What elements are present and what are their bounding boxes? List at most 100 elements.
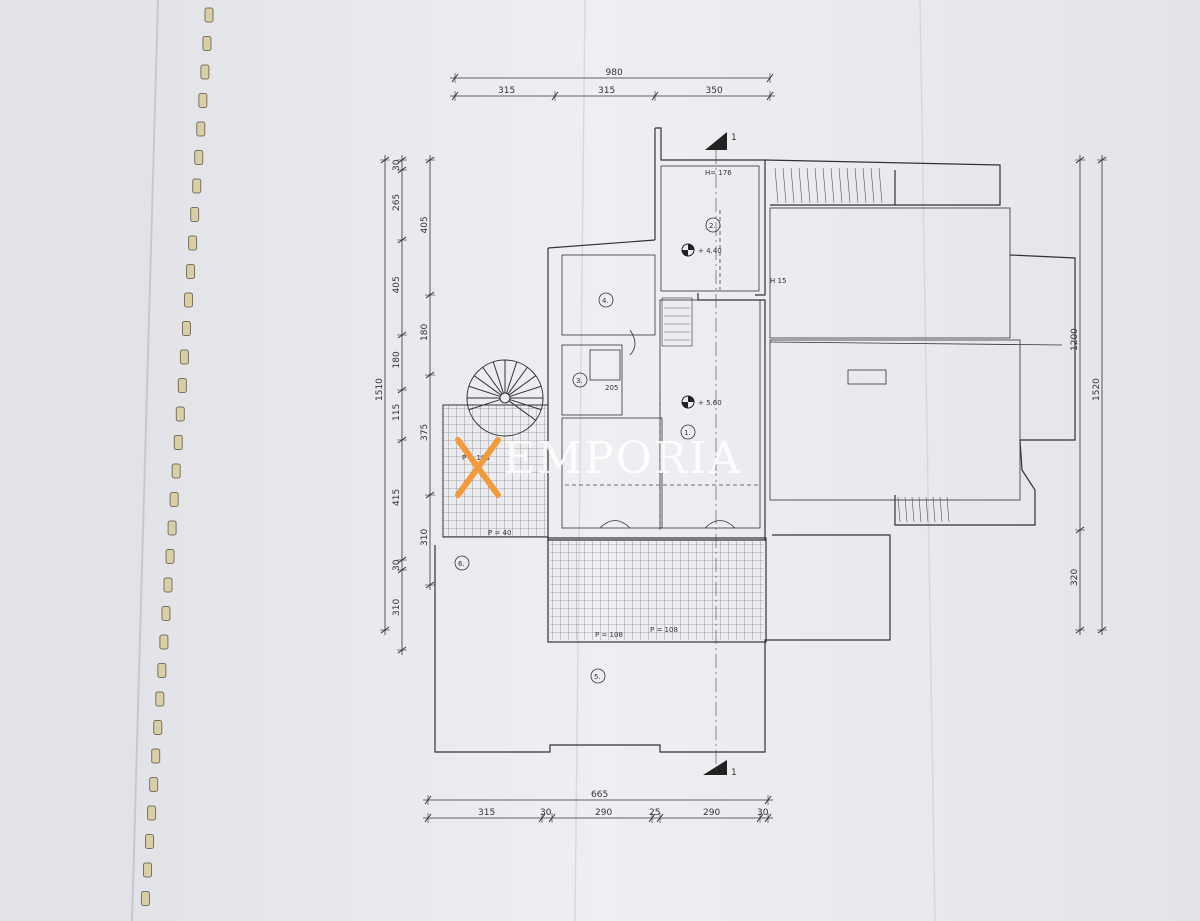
stair-tread — [814, 167, 819, 204]
room-label-r5: 5. — [590, 668, 606, 684]
binding-ring — [177, 378, 187, 393]
terrace-tiles — [443, 405, 548, 537]
room-circle — [680, 424, 696, 440]
binding-ring — [202, 36, 212, 51]
stair-tread — [925, 496, 929, 523]
binding-ring — [204, 7, 214, 23]
room-number: 5. — [594, 673, 601, 681]
spiral-tread — [468, 399, 501, 411]
stair-tread — [904, 496, 908, 523]
dimension-value: 310 — [420, 529, 430, 546]
spiral-staircase — [466, 359, 544, 437]
dimension-value: 30 — [757, 808, 769, 818]
dimension-value: 980 — [606, 68, 623, 78]
room-label-r1: 1. — [680, 424, 696, 440]
stair-tread — [806, 167, 811, 204]
spiral-binding — [140, 7, 214, 906]
dimension-value: 30 — [392, 559, 402, 571]
binding-ring — [192, 178, 202, 194]
room-number: 6. — [458, 560, 465, 568]
dimension-value: 405 — [420, 216, 430, 233]
dimension-value: 290 — [703, 808, 720, 818]
room-circle — [454, 555, 470, 571]
level-label-2: + 5.60 — [698, 399, 722, 407]
stair-tread — [838, 167, 843, 204]
binding-ring — [200, 64, 210, 80]
dimension-right-total: 1520 — [1092, 155, 1107, 635]
room-label-r3: 3. — [572, 372, 588, 388]
stair-tread — [774, 167, 779, 204]
stair-tread — [862, 167, 867, 204]
note: H= 176 — [705, 169, 732, 177]
binding-ring — [196, 121, 206, 137]
binding-ring — [169, 492, 179, 507]
binding-ring — [149, 777, 159, 792]
section-label-top: 1 — [731, 133, 737, 143]
level-marker — [681, 395, 695, 409]
room-circle — [598, 292, 614, 308]
stair-tread — [918, 496, 922, 523]
room-number: 4. — [602, 297, 609, 305]
room-circle — [590, 668, 606, 684]
binding-ring — [147, 805, 157, 821]
emporia-watermark: EMPORIA — [455, 433, 740, 498]
binding-ring — [173, 435, 183, 450]
spiral-tread — [482, 366, 503, 395]
paper-fold — [919, 0, 936, 921]
binding-ring — [157, 663, 167, 678]
building-walls — [434, 127, 1076, 753]
stair-tread — [822, 167, 827, 204]
room-label-r2: 2. — [705, 217, 721, 233]
binding-ring — [194, 150, 204, 165]
binding-ring — [175, 406, 185, 422]
note: P = 108 — [595, 631, 623, 639]
dimension-value: 315 — [478, 808, 495, 818]
level-marker — [681, 243, 695, 257]
stair-tread — [939, 496, 943, 523]
dimension-value: 1510 — [375, 378, 385, 401]
dimension-value: 180 — [420, 324, 430, 341]
dimension-value: 315 — [498, 86, 515, 96]
page-edge — [131, 0, 159, 921]
dimension-value: 265 — [392, 194, 402, 211]
binding-ring — [188, 235, 198, 251]
dimension-value: 30 — [392, 159, 402, 171]
spiral-tread — [506, 361, 518, 394]
dimension-value: 290 — [595, 808, 612, 818]
level-label-1: + 4.40 — [698, 247, 722, 255]
spiral-tread — [473, 375, 502, 396]
dimension-value: 1200 — [1070, 328, 1080, 351]
dimension-top-total: 980 — [450, 68, 774, 83]
binding-ring — [186, 264, 196, 279]
doors — [599, 329, 736, 529]
section-label-bottom: 1 — [731, 768, 737, 778]
dimension-value: 405 — [392, 276, 402, 293]
left-page — [0, 0, 150, 921]
spiral-tread — [508, 375, 537, 396]
dimension-value: 310 — [392, 599, 402, 616]
binding-ring — [171, 463, 181, 479]
note: P = 108 — [650, 626, 678, 634]
dimension-value: 375 — [420, 424, 430, 441]
stair-tread — [830, 167, 835, 204]
stair-tread — [878, 167, 883, 204]
binding-ring — [140, 891, 150, 906]
binding-ring — [198, 93, 208, 108]
binding-ring — [153, 720, 163, 735]
room-number: 3. — [576, 377, 583, 385]
binding-ring — [165, 549, 175, 564]
stair-tread — [911, 496, 915, 523]
dimension-value: 415 — [392, 489, 402, 506]
exterior-stairs — [664, 167, 950, 523]
room-label-r6: 6. — [454, 555, 470, 571]
spiral-tread — [507, 366, 528, 395]
spiral-tread — [468, 385, 501, 397]
dashed-guides — [565, 210, 766, 530]
stair-tread — [854, 167, 859, 204]
